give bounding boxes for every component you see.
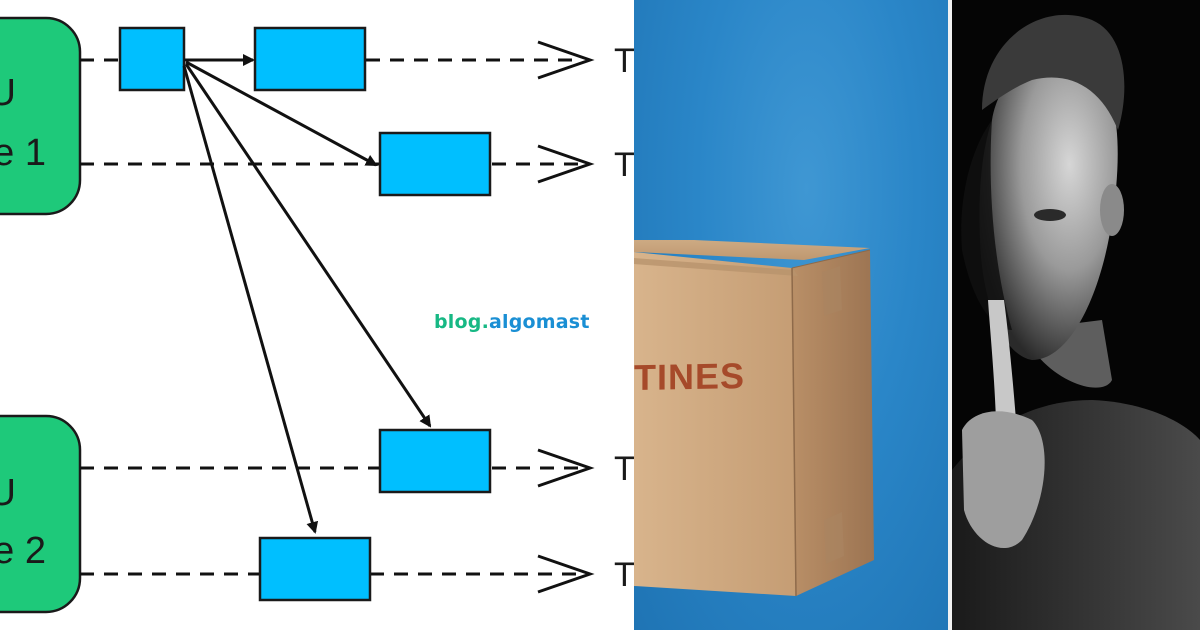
node-2-label-line1: U [0, 472, 16, 514]
row-label-3: T [614, 450, 634, 488]
portrait-hand [962, 411, 1045, 549]
fanout-arrow-3 [184, 63, 432, 428]
watermark: blog.algomast [434, 311, 590, 333]
chevron-arrow-icon [537, 554, 595, 594]
box-tape-top [634, 258, 798, 276]
queue-box-1 [253, 26, 367, 92]
watermark-part1: blog. [434, 311, 489, 333]
source-message-box [118, 26, 186, 92]
panel-divider [948, 0, 952, 630]
node-2-label-line2: e 2 [0, 530, 46, 572]
diagram-svg [0, 16, 595, 614]
fanout-arrow-2 [185, 60, 378, 167]
row-label-4: T [614, 556, 634, 594]
row-label-1: T [614, 42, 634, 80]
box-side-face [792, 250, 874, 596]
box-tape-bottom [824, 512, 844, 564]
cardboard-box-image [634, 240, 874, 597]
fanout-arrow-4 [182, 65, 319, 534]
node-1-label-line1: U [0, 72, 16, 114]
chevron-arrow-icon [537, 40, 595, 80]
box-top-face [634, 240, 870, 260]
portrait-finger [988, 300, 1016, 420]
queue-box-2 [378, 131, 492, 197]
portrait-ear [1100, 184, 1124, 236]
portrait-image [952, 0, 1200, 630]
node-2 [0, 414, 82, 614]
box-tape-side [822, 266, 842, 316]
diagram-panel: U e 1 U e 2 T T T T blog.algomast [0, 16, 634, 614]
portrait-eye [1034, 209, 1066, 221]
portrait-hair [982, 14, 1125, 130]
box-edge [791, 267, 797, 597]
queue-box-3 [378, 428, 492, 494]
chevron-arrow-icon [537, 448, 595, 488]
box-photo-panel: TINES [634, 0, 948, 630]
watermark-part2: algomast [489, 311, 590, 333]
queue-box-4 [258, 536, 372, 602]
chevron-arrow-icon [537, 144, 595, 184]
portrait-face-shadow [961, 120, 1012, 330]
box-printed-text: TINES [634, 355, 746, 398]
row-label-2: T [614, 146, 634, 184]
node-1-label-line2: e 1 [0, 132, 46, 174]
portrait-photo-panel [952, 0, 1200, 630]
box-front-face [634, 252, 796, 596]
box-edge [791, 249, 871, 269]
node-1 [0, 16, 82, 216]
